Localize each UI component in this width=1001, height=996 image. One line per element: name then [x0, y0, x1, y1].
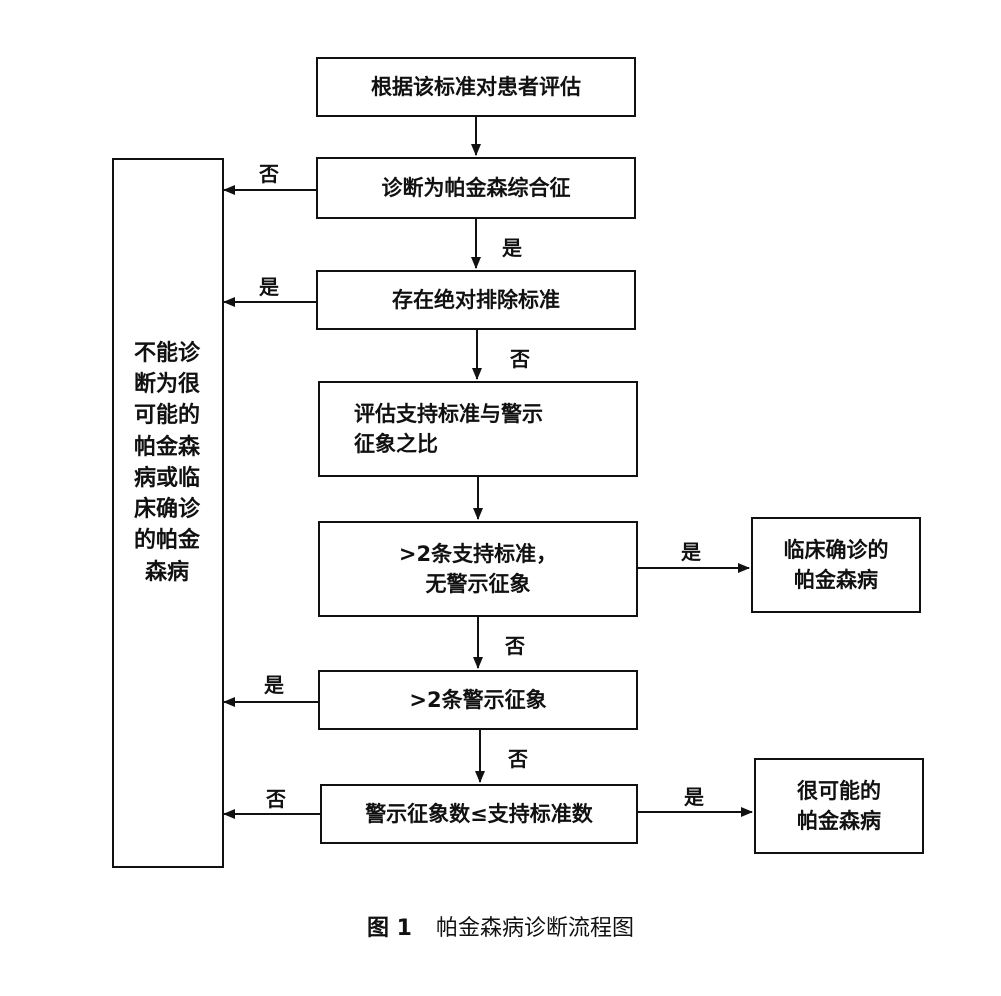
figure-number: 图 1 — [367, 916, 412, 941]
node-absolute-exclusion-text: 存在绝对排除标准 — [392, 287, 560, 312]
label-support-no: 否 — [505, 634, 525, 658]
label-redflags-yes: 是 — [264, 673, 284, 697]
label-diagnose-no: 否 — [259, 162, 279, 186]
label-diagnose-yes: 是 — [502, 236, 522, 260]
label-exclusion-no: 否 — [510, 347, 530, 371]
label-exclusion-yes: 是 — [259, 275, 279, 299]
node-absolute-exclusion: 存在绝对排除标准 — [316, 270, 636, 330]
node-assess-text: 根据该标准对患者评估 — [371, 74, 581, 99]
label-compare-yes: 是 — [684, 785, 704, 809]
node-redflags-gt2: >2条警示征象 — [318, 670, 638, 730]
node-diagnose-ps-text: 诊断为帕金森综合征 — [381, 175, 571, 200]
node-clinically-established-line1: 临床确诊的 — [783, 537, 889, 562]
node-support-gt2-line1: >2条支持标准， — [398, 541, 558, 566]
node-evaluate-ratio: 评估支持标准与警示 征象之比 — [318, 381, 638, 477]
node-cannot-diagnose — [112, 158, 224, 868]
figure-caption: 图 1 帕金森病诊断流程图 — [0, 910, 1001, 942]
node-support-gt2-line2: 无警示征象 — [425, 572, 531, 596]
node-evaluate-ratio-line2: 征象之比 — [354, 432, 438, 456]
label-compare-no: 否 — [266, 787, 286, 811]
node-probable-pd-line1: 很可能的 — [797, 778, 881, 803]
node-redflags-le-support: 警示征象数≤支持标准数 — [320, 784, 638, 844]
figure-title: 帕金森病诊断流程图 — [435, 916, 634, 941]
node-assess: 根据该标准对患者评估 — [316, 57, 636, 117]
node-clinically-established: 临床确诊的 帕金森病 — [751, 517, 921, 613]
label-support-yes: 是 — [681, 540, 701, 564]
node-clinically-established-line2: 帕金森病 — [794, 568, 878, 592]
node-probable-pd: 很可能的 帕金森病 — [754, 758, 924, 854]
node-evaluate-ratio-line1: 评估支持标准与警示 — [354, 401, 543, 426]
node-redflags-le-support-text: 警示征象数≤支持标准数 — [365, 801, 593, 826]
label-redflags-no: 否 — [508, 747, 528, 771]
node-diagnose-ps: 诊断为帕金森综合征 — [316, 157, 636, 219]
node-redflags-gt2-text: >2条警示征象 — [409, 687, 547, 712]
node-support-gt2: >2条支持标准， 无警示征象 — [318, 521, 638, 617]
node-probable-pd-line2: 帕金森病 — [797, 809, 881, 833]
node-cannot-diagnose-text: 不能诊 断为很 可能的 帕金森 病或临 床确诊 的帕金 森病 — [133, 341, 200, 585]
